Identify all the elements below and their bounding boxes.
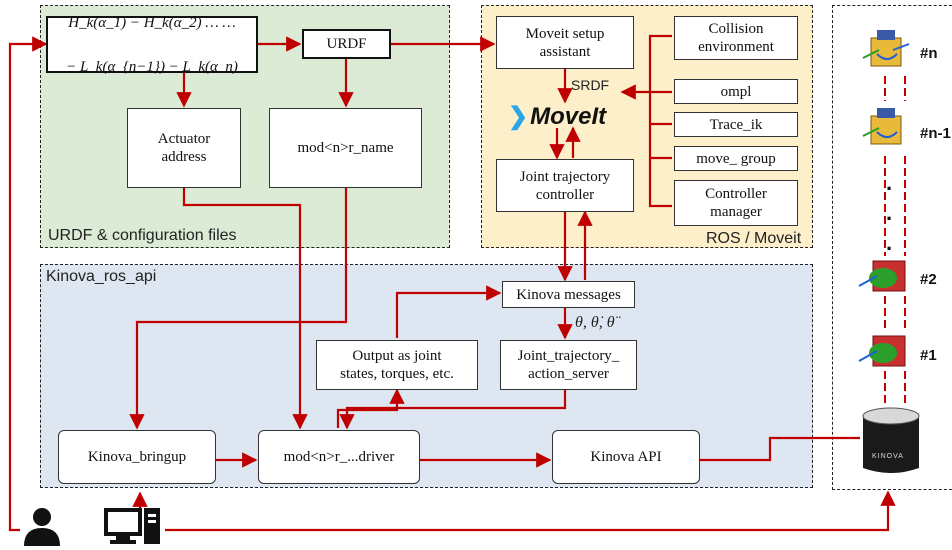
trace-ik-box: Trace_ik bbox=[674, 112, 798, 137]
kinova-messages-box: Kinova messages bbox=[502, 281, 635, 308]
arrow-user-to-robot bbox=[165, 490, 896, 532]
computer-icon bbox=[104, 508, 160, 544]
arrow-driver-to-output bbox=[336, 388, 405, 428]
arrow-user-to-equation bbox=[8, 36, 48, 532]
arrow-actionserver-to-driver bbox=[339, 390, 567, 430]
mod-name-box: mod<n>r_name bbox=[269, 108, 422, 188]
setup-assistant-box: Moveit setup assistant bbox=[496, 16, 634, 69]
ros-panel-label: ROS / Moveit bbox=[706, 230, 802, 247]
kinova-bringup-box: Kinova_bringup bbox=[58, 430, 216, 484]
arrow-modname-to-bringup bbox=[129, 188, 348, 430]
actuator-address-box: Actuator address bbox=[127, 108, 241, 188]
robot-arm-column bbox=[858, 30, 920, 473]
controller-manager-box: Controller manager bbox=[674, 180, 798, 226]
joint-trajectory-action-server-box: Joint_trajectory_ action_server bbox=[500, 340, 637, 390]
joint-label-n: #n bbox=[920, 45, 938, 62]
kinova-base-icon bbox=[862, 407, 920, 473]
arrow-output-to-messages bbox=[395, 285, 502, 338]
urdf-box: URDF bbox=[302, 29, 391, 59]
srdf-label: SRDF bbox=[571, 77, 610, 93]
moveit-logo: ❯MoveIt bbox=[508, 102, 606, 131]
output-states-box: Output as joint states, torques, etc. bbox=[316, 340, 478, 390]
moveit-logo-text: MoveIt bbox=[530, 103, 607, 130]
joint-2-icon bbox=[858, 260, 906, 292]
robot-dot-1: . bbox=[886, 170, 893, 195]
user-computer-icons bbox=[24, 508, 160, 546]
moveit-chevron-icon: ❯ bbox=[508, 103, 529, 130]
theta-derivatives-label: θ, θ̇, θ̈ bbox=[575, 314, 615, 331]
joint-trajectory-controller-box: Joint trajectory controller bbox=[496, 159, 634, 212]
joint-n-icon bbox=[862, 30, 910, 67]
robot-dot-3: . bbox=[886, 230, 893, 255]
robot-dot-2: . bbox=[886, 200, 893, 225]
ompl-box: ompl bbox=[674, 79, 798, 104]
joint-label-n-minus-1: #n-1 bbox=[920, 125, 951, 142]
joint-1-icon bbox=[858, 335, 906, 367]
tree-bus bbox=[648, 34, 672, 208]
equation-box: H_k(α_1) − H_k(α_2) … … − L_k(α_{n−1}) −… bbox=[46, 15, 258, 75]
arrow-actuator-to-driver bbox=[182, 188, 308, 430]
collision-environment-box: Collision environment bbox=[674, 16, 798, 60]
driver-box: mod<n>r_...driver bbox=[258, 430, 420, 484]
kinova-api-box: Kinova API bbox=[552, 430, 700, 484]
equation-line-2: − L_k(α_{n−1}) − L_k(α_n) bbox=[66, 58, 238, 75]
kinova-base-text: KINOVA bbox=[872, 453, 904, 460]
user-icon bbox=[24, 508, 60, 546]
joint-label-2: #2 bbox=[920, 271, 937, 288]
link-api-to-robot bbox=[700, 436, 860, 462]
equation-line-1: H_k(α_1) − H_k(α_2) … … bbox=[68, 14, 236, 31]
api-panel-label: Kinova_ros_api bbox=[46, 268, 157, 285]
move-group-box: move_ group bbox=[674, 146, 798, 171]
urdf-panel-label: URDF & configuration files bbox=[48, 227, 237, 244]
joint-n-minus-1-icon bbox=[862, 108, 902, 145]
joint-label-1: #1 bbox=[920, 347, 937, 364]
